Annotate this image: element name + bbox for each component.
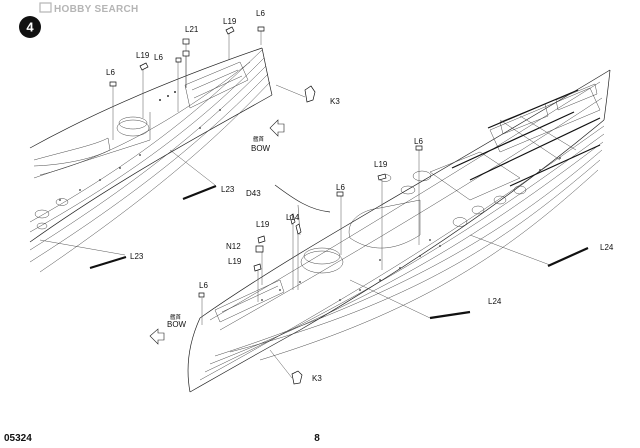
label-l14: L14	[286, 213, 300, 222]
label-l24-a: L24	[488, 297, 502, 306]
label-l6-top: L6	[256, 9, 265, 18]
part-l21-b	[182, 50, 190, 57]
part-l6-lower-right	[415, 145, 423, 151]
watermark: HOBBY SEARCH	[39, 2, 139, 15]
lower-hull-drawing	[187, 69, 611, 393]
label-l21: L21	[185, 25, 199, 34]
part-l19-lower-right	[377, 173, 387, 181]
bow-cn-upper: 艦首	[253, 135, 265, 143]
bow-arrow-lower-icon	[149, 328, 165, 345]
part-l23-b	[89, 255, 127, 270]
part-l19-top	[225, 26, 235, 35]
label-l19-lower-left: L19	[256, 220, 270, 229]
part-k3-upper	[304, 85, 316, 103]
part-l14-b	[295, 223, 302, 235]
bow-cn-lower: 艦首	[170, 313, 182, 321]
label-l19-lower-bottom: L19	[228, 257, 242, 266]
part-n12	[255, 245, 264, 253]
part-l19-lower-left	[257, 235, 266, 244]
label-k3-lower: K3	[312, 374, 322, 383]
part-l19-lower-bottom	[253, 263, 262, 272]
part-l6-top	[257, 26, 265, 32]
bow-en-lower: BOW	[167, 320, 187, 329]
part-l6-lower-mid	[336, 191, 344, 197]
label-n12: N12	[226, 242, 241, 251]
page-number: 8	[314, 433, 320, 444]
label-l6-mid: L6	[154, 53, 163, 62]
part-l21-a	[182, 38, 190, 45]
label-l6-lower-left: L6	[199, 281, 208, 290]
label-l19-top: L19	[223, 17, 237, 26]
part-l23-a	[182, 184, 217, 201]
label-l19-lower-right: L19	[374, 160, 388, 169]
bow-marker-upper: 艦首 BOW	[251, 119, 285, 153]
watermark-logo-icon	[39, 2, 52, 13]
watermark-text: HOBBY SEARCH	[54, 4, 139, 15]
step-badge: 4	[19, 16, 41, 38]
label-l6-lower-right: L6	[414, 137, 423, 146]
step-number: 4	[26, 20, 34, 35]
label-k3-upper: K3	[330, 97, 340, 106]
part-k3-lower	[291, 370, 303, 385]
label-l24-b: L24	[600, 243, 614, 252]
part-l6-lower-left	[198, 292, 205, 298]
label-l19-left: L19	[136, 51, 150, 60]
part-l24-a	[429, 310, 471, 320]
part-l19-left	[139, 62, 149, 71]
label-l23-a: L23	[221, 185, 235, 194]
bow-marker-lower: 艦首 BOW	[149, 313, 187, 345]
label-l6-lower-mid: L6	[336, 183, 345, 192]
upper-hull-drawing	[29, 26, 316, 273]
bow-arrow-upper-icon	[269, 119, 285, 137]
part-l6-mid	[175, 57, 182, 63]
part-l6-left	[109, 81, 117, 87]
label-l6-left: L6	[106, 68, 115, 77]
label-d43: D43	[246, 189, 261, 198]
part-l24-b	[547, 246, 589, 268]
label-l23-b: L23	[130, 252, 144, 261]
part-l14-a	[289, 213, 296, 225]
bow-en-upper: BOW	[251, 144, 271, 153]
product-code: 05324	[4, 433, 32, 444]
